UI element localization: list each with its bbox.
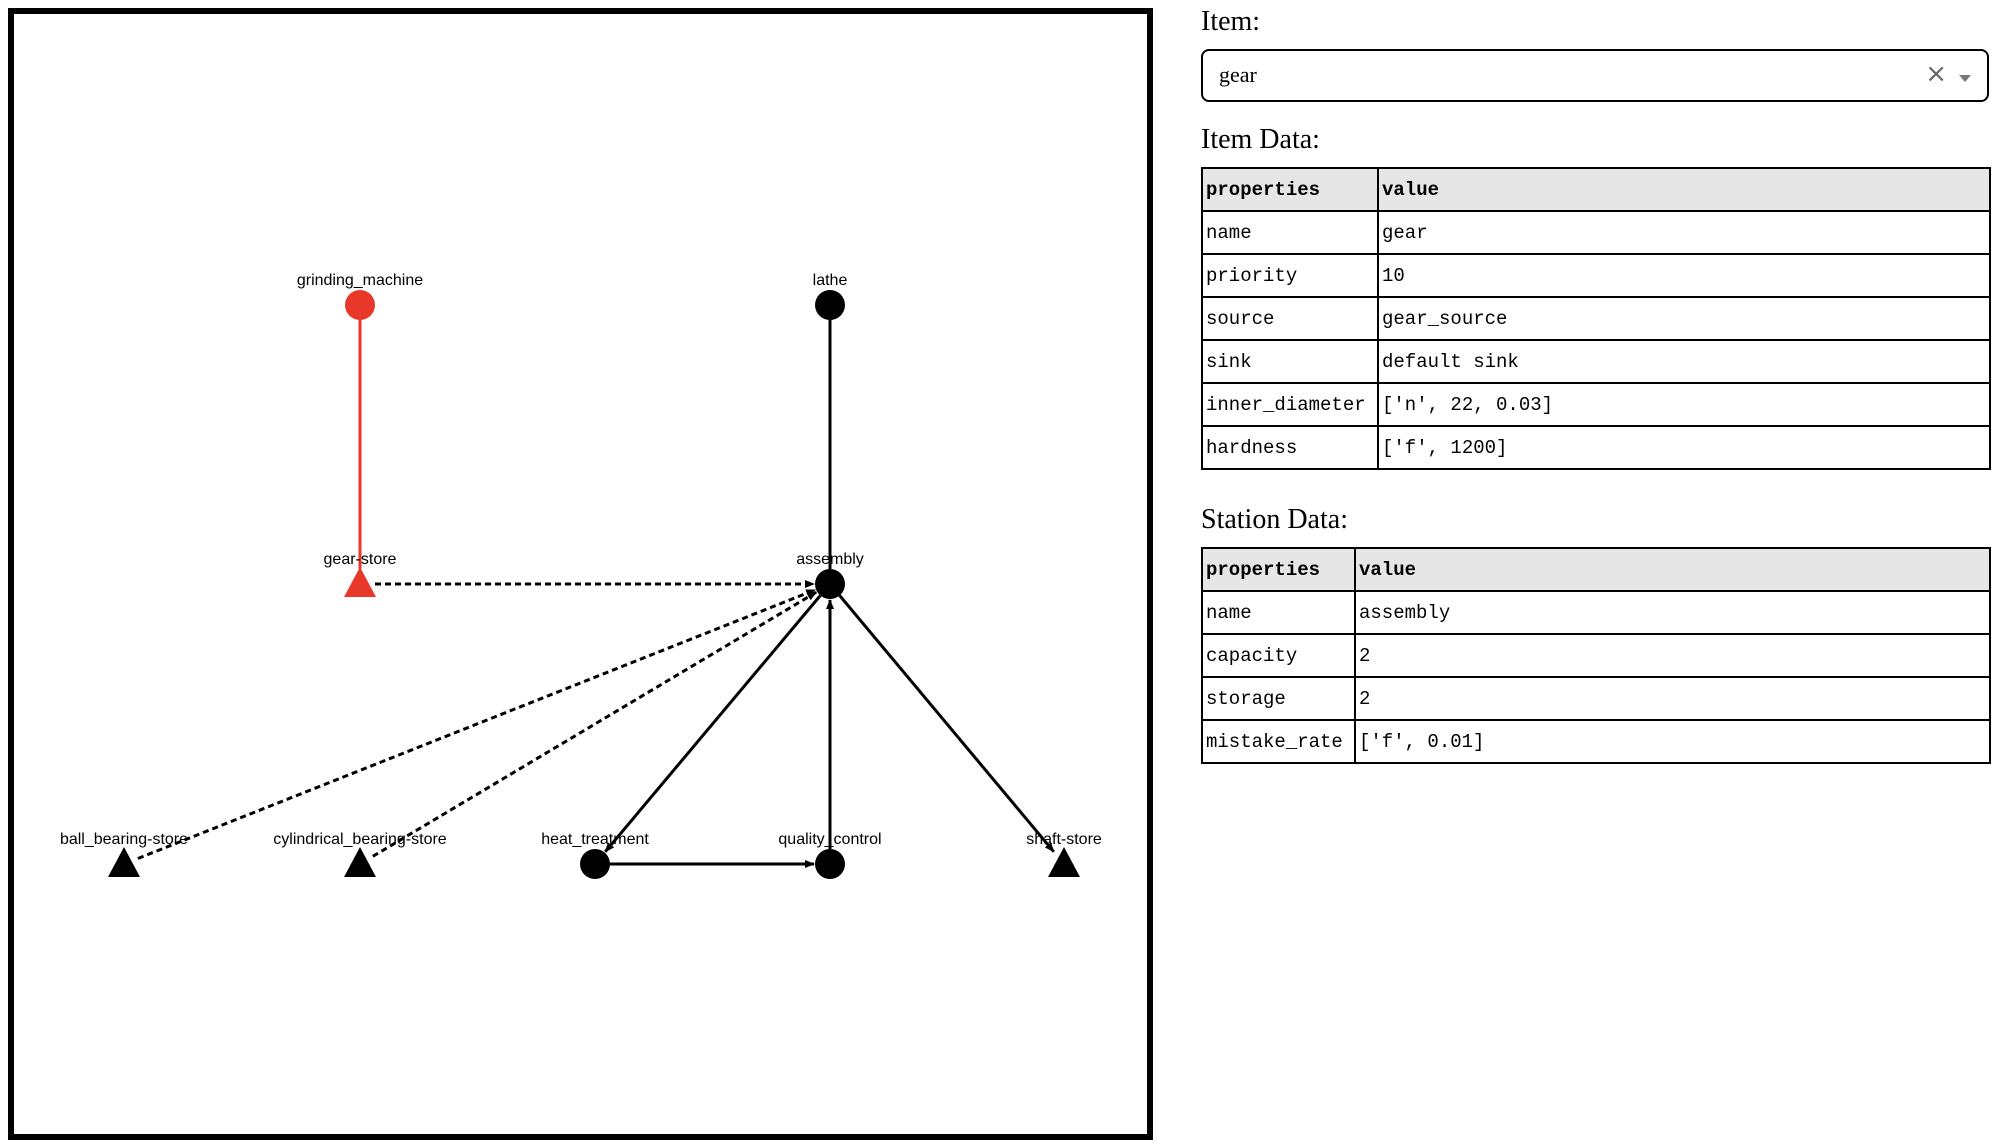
node-label: grinding_machine [297, 272, 423, 289]
node-cylindrical_bearing-store[interactable]: cylindrical_bearing-store [273, 831, 447, 877]
network-graph[interactable]: grinding_machine lathe gear-store assembly b… [14, 14, 1147, 1134]
chevron-down-icon[interactable] [1959, 75, 1971, 82]
node-label: heat_treatment [541, 831, 649, 848]
value-cell: 2 [1354, 633, 1991, 678]
edge-ball_bearing-store-to-assembly [137, 588, 817, 860]
circle-node-icon[interactable] [815, 849, 845, 879]
value-cell: assembly [1354, 590, 1991, 635]
side-panel: Item: gear × Item Data: properties value… [1201, 0, 1991, 1148]
table-row: hardness['f', 1200] [1201, 425, 1991, 470]
column-header-properties: properties [1201, 167, 1379, 212]
node-label: ball_bearing-store [60, 831, 188, 848]
value-cell: 10 [1377, 253, 1991, 298]
node-grinding_machine[interactable]: grinding_machine [297, 272, 423, 320]
item-select-value: gear [1219, 62, 1257, 87]
triangle-node-icon[interactable] [1048, 847, 1080, 877]
table-row: inner_diameter['n', 22, 0.03] [1201, 382, 1991, 427]
column-header-value: value [1377, 167, 1991, 212]
value-cell: ['f', 1200] [1377, 425, 1991, 470]
network-graph-panel[interactable]: grinding_machine lathe gear-store assembly b… [8, 8, 1153, 1140]
property-cell: name [1201, 210, 1379, 255]
property-cell: name [1201, 590, 1356, 635]
node-label: cylindrical_bearing-store [273, 831, 447, 848]
triangle-node-icon[interactable] [108, 847, 140, 877]
property-cell: priority [1201, 253, 1379, 298]
column-header-properties: properties [1201, 547, 1356, 592]
property-cell: mistake_rate [1201, 719, 1356, 764]
item-heading: Item: [1201, 6, 1261, 37]
node-ball_bearing-store[interactable]: ball_bearing-store [60, 831, 188, 877]
node-label: assembly [796, 551, 864, 568]
property-cell: capacity [1201, 633, 1356, 678]
property-cell: sink [1201, 339, 1379, 384]
triangle-node-icon[interactable] [344, 847, 376, 877]
node-label: shaft-store [1026, 831, 1102, 848]
node-lathe[interactable]: lathe [813, 272, 848, 320]
circle-node-icon[interactable] [345, 290, 375, 320]
edge-cylindrical_bearing-store-to-assembly [372, 590, 818, 858]
circle-node-icon[interactable] [815, 290, 845, 320]
value-cell: ['n', 22, 0.03] [1377, 382, 1991, 427]
circle-node-icon[interactable] [580, 849, 610, 879]
clear-icon[interactable]: × [1925, 59, 1947, 89]
edge-assembly-to-shaft-store [838, 594, 1055, 853]
node-shaft-store[interactable]: shaft-store [1026, 831, 1102, 877]
node-gear-store[interactable]: gear-store [324, 551, 397, 597]
property-cell: hardness [1201, 425, 1379, 470]
item-data-heading: Item Data: [1201, 124, 1320, 155]
property-cell: source [1201, 296, 1379, 341]
node-quality_control[interactable]: quality_control [778, 831, 882, 879]
node-label: gear-store [324, 551, 397, 568]
value-cell: gear [1377, 210, 1991, 255]
node-label: lathe [813, 272, 848, 289]
property-cell: storage [1201, 676, 1356, 721]
station-data-heading: Station Data: [1201, 504, 1348, 535]
value-cell: ['f', 0.01] [1354, 719, 1991, 764]
node-heat_treatment[interactable]: heat_treatment [541, 831, 649, 879]
value-cell: 2 [1354, 676, 1991, 721]
edge-assembly-to-heat_treatment [604, 594, 822, 853]
item-select[interactable]: gear × [1201, 49, 1989, 102]
table-header-row: properties value [1201, 167, 1991, 212]
node-label: quality_control [778, 831, 881, 848]
value-cell: gear_source [1377, 296, 1991, 341]
table-header-row: properties value [1201, 547, 1991, 592]
node-assembly[interactable]: assembly [796, 551, 864, 599]
value-cell: default sink [1377, 339, 1991, 384]
circle-node-icon[interactable] [815, 569, 845, 599]
property-cell: inner_diameter [1201, 382, 1379, 427]
table-row: mistake_rate['f', 0.01] [1201, 719, 1991, 764]
triangle-node-icon[interactable] [344, 567, 376, 597]
column-header-value: value [1354, 547, 1991, 592]
